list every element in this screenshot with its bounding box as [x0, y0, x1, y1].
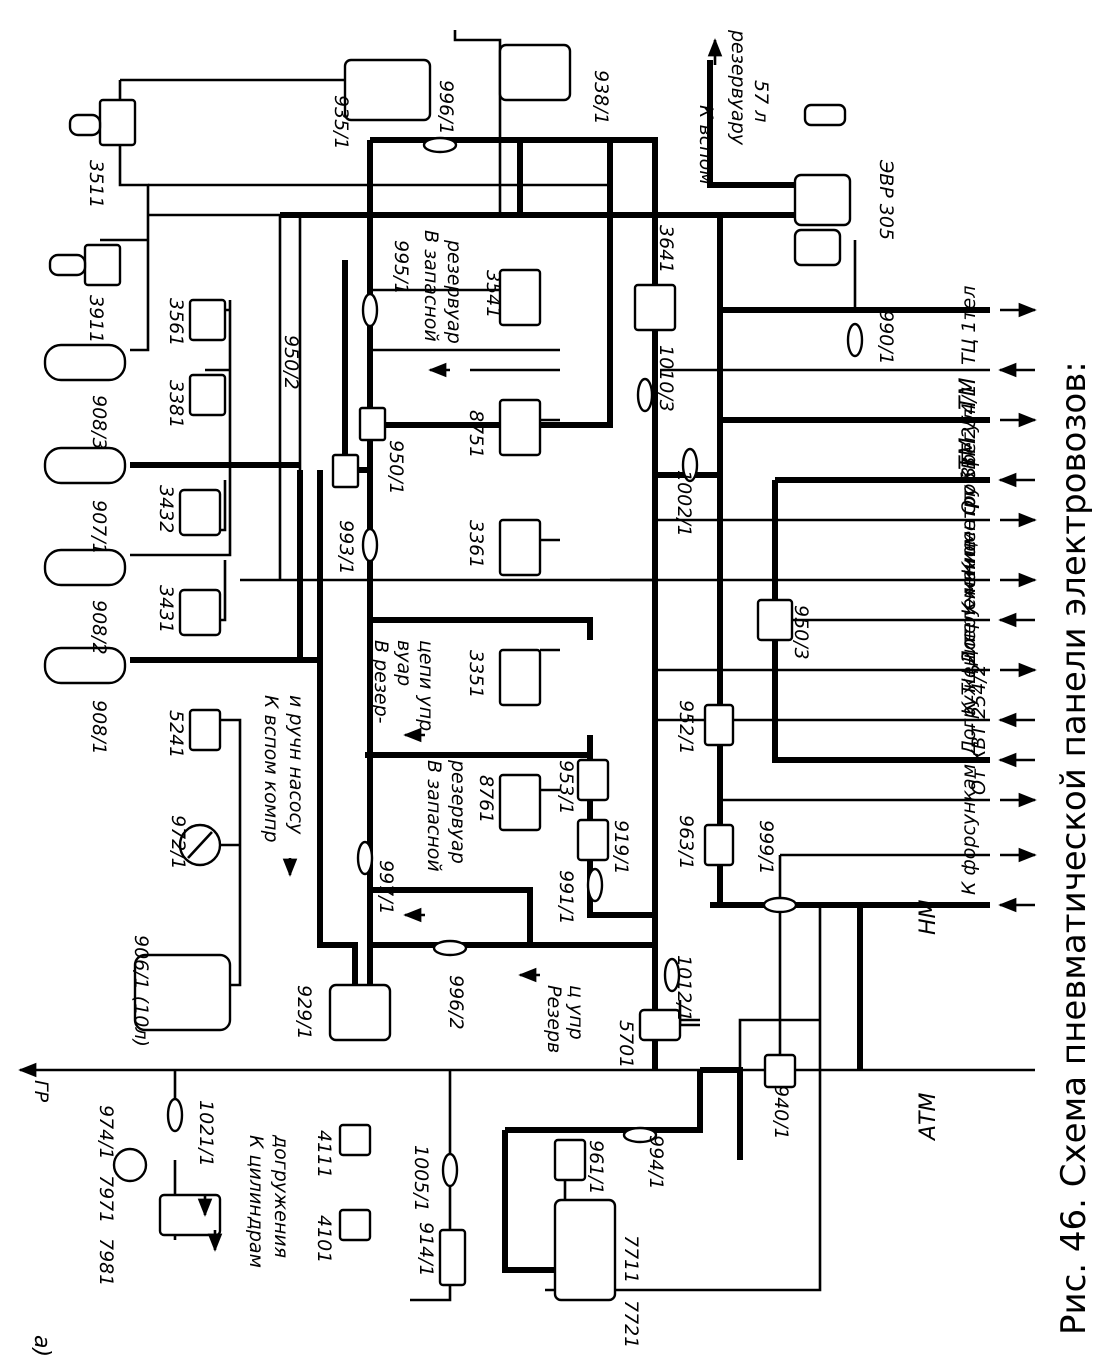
line-label-tm-1: ТМ — [956, 438, 981, 470]
note-k-vspom-kompr-2: и ручн насосу — [285, 695, 307, 835]
label-4101: 4101 — [313, 1215, 335, 1263]
label-3911: 3911 — [85, 295, 107, 343]
label-963-1: 963/1 — [675, 815, 697, 870]
label-999-1: 999/1 — [755, 820, 777, 875]
device-labels: 3511 3911 908/3 3561 3381 907/1 3432 908… — [85, 70, 897, 1348]
line-label-nm: НМ — [916, 899, 941, 935]
line-label-dogruzhenie-1: Догружение — [958, 540, 980, 666]
label-929-1: 929/1 — [293, 985, 315, 1040]
label-3641: 3641 — [655, 225, 677, 273]
label-950-3: 950/3 — [790, 605, 812, 660]
label-938-1: 938/1 — [590, 70, 612, 125]
label-906-1: 906/1 (10л) — [130, 935, 152, 1047]
note-k-vspom-rez-1: К вспом — [695, 105, 717, 185]
line-label-k-tc-2: К ТЦ 2 тележки — [958, 557, 980, 715]
label-4111: 4111 — [313, 1130, 335, 1178]
caption-group: Рис. 46. Схема пневматической панели эле… — [29, 361, 1094, 1357]
label-907-1: 907/1 — [88, 500, 110, 555]
label-935-1: 935/1 — [330, 95, 352, 150]
line-label-gr: ГР — [30, 1080, 52, 1103]
note-labels: К вспом компр и ручн насосу В резер- вуа… — [245, 29, 772, 1268]
label-1005-1: 1005/1 — [410, 1145, 432, 1212]
line-label-k-manometru-zt: К манометру ЗТ — [958, 454, 980, 615]
figure-caption: Рис. 46. Схема пневматической панели эле… — [1054, 361, 1094, 1335]
note-k-vspom-kompr-1: К вспом компр — [260, 695, 282, 843]
note-v-zapasnoy-top-1: В запасной — [420, 230, 442, 342]
label-3561: 3561 — [165, 298, 187, 346]
label-990-1: 990/1 — [875, 310, 897, 365]
devices-symbols — [43, 43, 864, 1302]
note-v-rezervuar-cepi-1: В резер- — [370, 640, 392, 724]
label-919-1: 919/1 — [610, 820, 632, 875]
label-974-1: 974/1 — [95, 1105, 117, 1160]
label-7711: 7711 — [620, 1235, 642, 1283]
line-label-atm: АТМ — [916, 1093, 941, 1142]
label-997-1: 997/1 — [375, 860, 397, 915]
line-label-dogruzhenie-2: Догружение — [958, 630, 980, 756]
label-7981: 7981 — [95, 1238, 117, 1286]
label-5241: 5241 — [165, 710, 187, 758]
pipes — [18, 30, 1035, 1302]
label-1010-3: 1010/3 — [655, 345, 677, 412]
line-labels: ГР АТМ НМ К форсункам От КВТ 254/2 Догру… — [30, 286, 990, 1142]
label-3431: 3431 — [155, 585, 177, 633]
line-label-k-forsunkam: К форсункам — [958, 764, 980, 895]
label-3541: 3541 — [482, 270, 504, 318]
note-k-vspom-rez-2: резервуару — [727, 29, 749, 146]
line-label-ot-kvt-254-2: От КВТ 254/2 — [968, 664, 990, 795]
label-908-2: 908/2 — [88, 600, 110, 655]
line-label-ot-kvt-254-1: От КВТ 254/1 — [958, 384, 980, 515]
line-label-tm-2: ТМ — [956, 378, 981, 410]
note-v-zapasnoy-bottom-1: В запасной — [423, 760, 445, 872]
note-rezerv-2: ц упр — [565, 985, 587, 1040]
label-953-1: 953/1 — [555, 760, 577, 815]
note-k-cilindram-1: К цилиндрам — [245, 1135, 267, 1268]
label-996-2: 996/2 — [445, 975, 467, 1030]
note-v-zapasnoy-top-2: резервуар — [443, 239, 465, 344]
label-1012-1: 1012/1 — [673, 955, 695, 1022]
label-5701: 5701 — [615, 1020, 637, 1068]
note-v-rezervuar-cepi-2: вуар — [393, 640, 415, 686]
label-3351: 3351 — [465, 650, 487, 698]
label-908-1: 908/1 — [88, 700, 110, 755]
label-3432: 3432 — [155, 485, 177, 533]
label-940-1: 940/1 — [770, 1085, 792, 1140]
label-1002-1: 1002/1 — [673, 470, 695, 537]
line-label-k-centrob: К центроб регул — [958, 409, 980, 575]
label-8751: 8751 — [465, 410, 487, 458]
label-908-3: 908/3 — [88, 395, 110, 450]
label-8761: 8761 — [475, 775, 497, 823]
panel-letter: а) — [29, 1335, 54, 1357]
note-rezerv-1: Резерв — [543, 985, 565, 1053]
label-950-2: 950/2 — [280, 335, 302, 390]
label-994-1: 994/1 — [645, 1135, 667, 1190]
note-k-vspom-rez-3: 57 л — [750, 80, 772, 122]
label-993-1: 993/1 — [335, 520, 357, 575]
label-991-1: 991/1 — [555, 870, 577, 925]
label-914-1: 914/1 — [415, 1222, 437, 1277]
label-evr305: ЭВР 305 — [875, 159, 897, 240]
label-3361: 3361 — [465, 520, 487, 568]
note-v-rezervuar-cepi-3: цепи упр — [415, 640, 437, 731]
label-996-1: 996/1 — [435, 80, 457, 135]
label-3381: 3381 — [165, 380, 187, 428]
label-972-1: 972/1 — [167, 815, 189, 870]
note-v-zapasnoy-bottom-2: резервуар — [447, 759, 469, 864]
label-995-1: 995/1 — [390, 240, 412, 295]
label-952-1: 952/1 — [675, 700, 697, 755]
label-950-1: 950/1 — [385, 440, 407, 495]
line-label-tc-1tel: ТЦ 1тел — [958, 286, 980, 365]
line-arrows — [197, 38, 1037, 1252]
label-1021-1: 1021/1 — [195, 1100, 217, 1167]
label-7971: 7971 — [95, 1175, 117, 1223]
label-3511: 3511 — [85, 160, 107, 208]
label-961-1: 961/1 — [585, 1140, 607, 1195]
label-7721: 7721 — [620, 1300, 642, 1348]
note-k-cilindram-2: догружения — [270, 1134, 292, 1258]
